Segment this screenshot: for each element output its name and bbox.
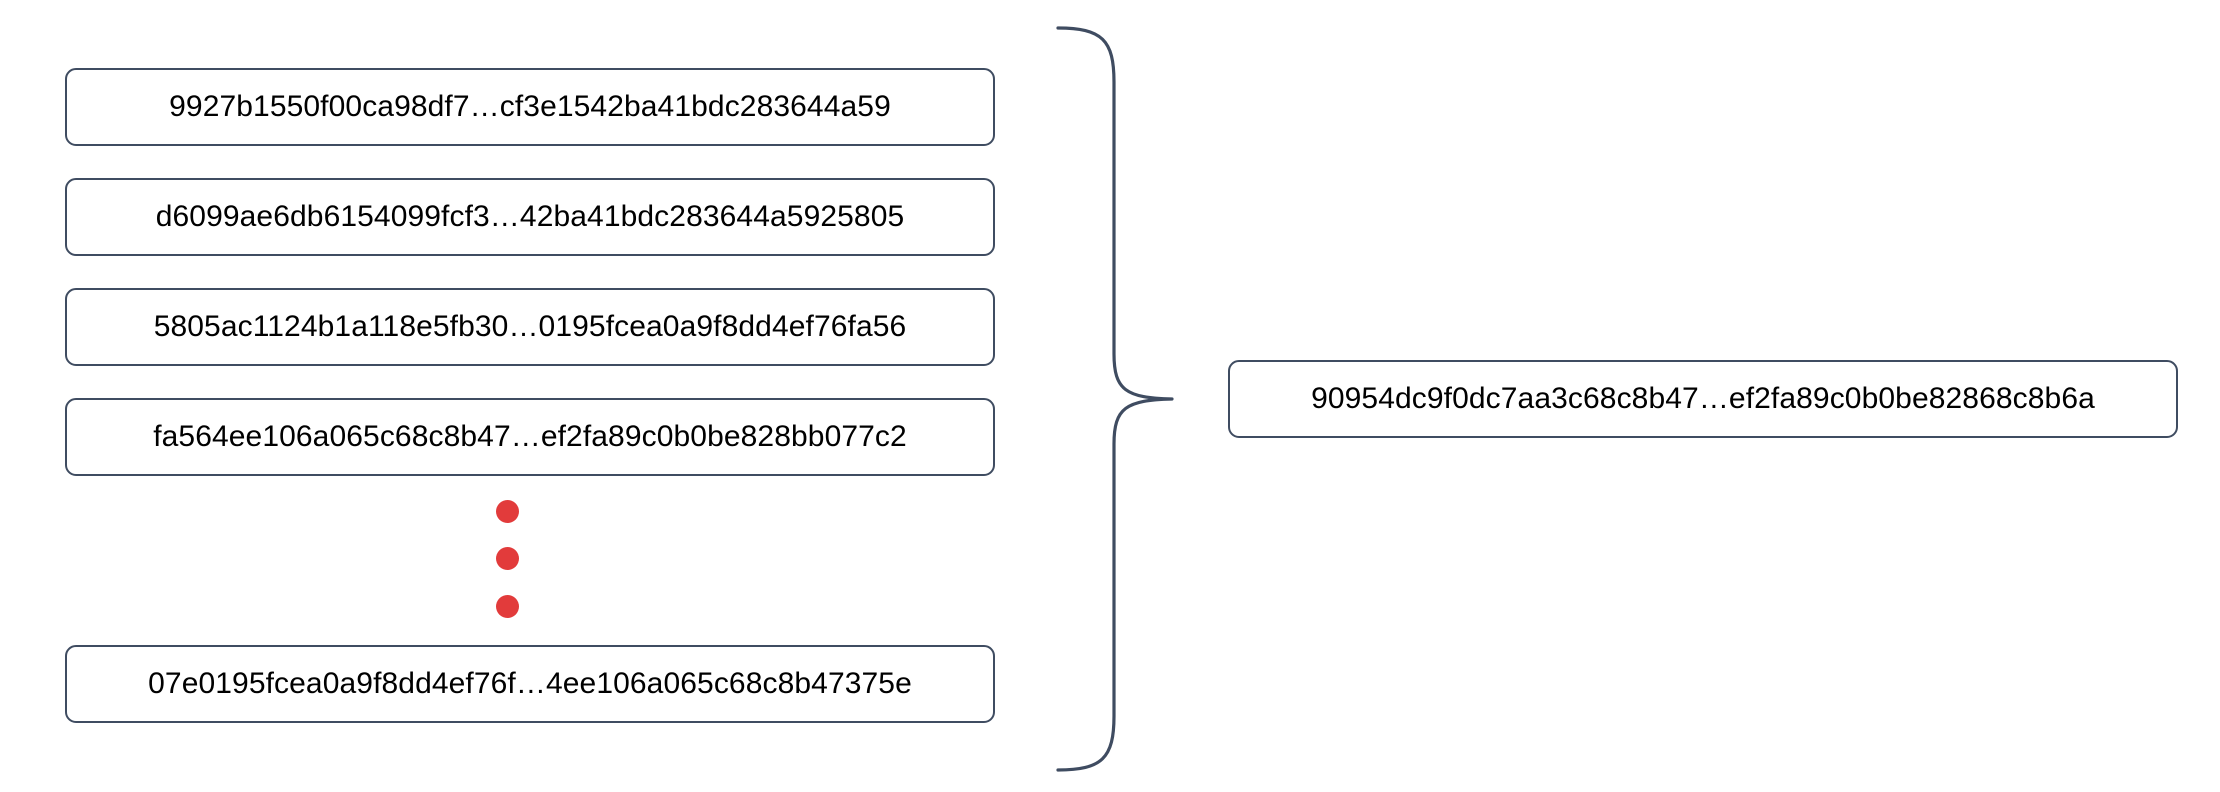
input-hash-box-2[interactable]: d6099ae6db6154099fcf3…42ba41bdc283644a59… — [65, 178, 995, 256]
output-hash-label: 90954dc9f0dc7aa3c68c8b47…ef2fa89c0b0be82… — [1311, 382, 2095, 415]
input-hash-label: 07e0195fcea0a9f8dd4ef76f…4ee106a065c68c8… — [148, 667, 912, 700]
input-hash-box-1[interactable]: 9927b1550f00ca98df7…cf3e1542ba41bdc28364… — [65, 68, 995, 146]
input-hash-box-3[interactable]: 5805ac1124b1a118e5fb30…0195fcea0a9f8dd4e… — [65, 288, 995, 366]
input-hash-label: 9927b1550f00ca98df7…cf3e1542ba41bdc28364… — [169, 90, 891, 123]
output-hash-box[interactable]: 90954dc9f0dc7aa3c68c8b47…ef2fa89c0b0be82… — [1228, 360, 2178, 438]
ellipsis-dot-icon — [496, 500, 519, 523]
curly-brace-icon — [1040, 24, 1190, 774]
curly-brace-svg — [1056, 26, 1174, 772]
input-hash-box-4[interactable]: fa564ee106a065c68c8b47…ef2fa89c0b0be828b… — [65, 398, 995, 476]
ellipsis-dot-icon — [496, 595, 519, 618]
input-hash-label: fa564ee106a065c68c8b47…ef2fa89c0b0be828b… — [153, 420, 907, 453]
ellipsis-dot-icon — [496, 547, 519, 570]
input-hash-box-last[interactable]: 07e0195fcea0a9f8dd4ef76f…4ee106a065c68c8… — [65, 645, 995, 723]
vertical-ellipsis-icon — [496, 500, 522, 618]
input-hash-label: d6099ae6db6154099fcf3…42ba41bdc283644a59… — [155, 200, 905, 233]
input-hash-label: 5805ac1124b1a118e5fb30…0195fcea0a9f8dd4e… — [153, 310, 907, 343]
